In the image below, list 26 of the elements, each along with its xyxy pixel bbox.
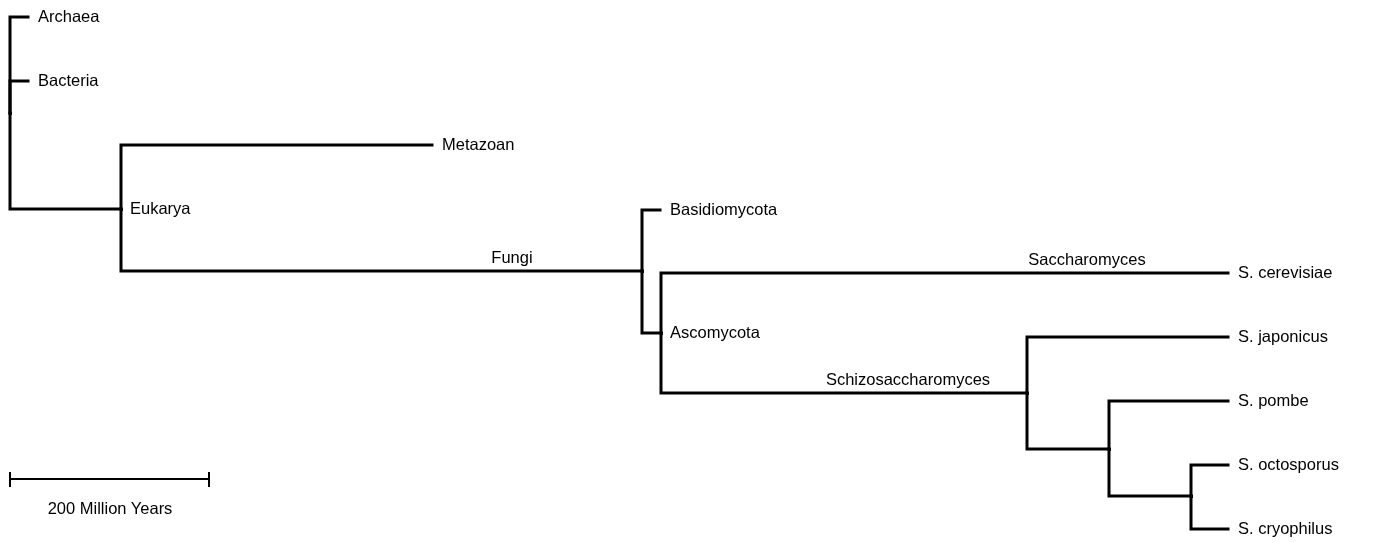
clade-label: Ascomycota xyxy=(670,322,760,342)
branch-point xyxy=(1107,447,1111,451)
taxon-label: Archaea xyxy=(28,6,100,26)
tree-branch xyxy=(659,271,1230,335)
taxon-label: S. japonicus xyxy=(1228,326,1328,346)
tree-branch xyxy=(1025,335,1230,395)
branch-point xyxy=(1025,391,1029,395)
taxon-label: Metazoan xyxy=(432,134,515,154)
clade-label: Eukarya xyxy=(130,198,191,218)
tree-branch xyxy=(640,208,662,273)
scale-label: 200 Million Years xyxy=(47,498,173,518)
tree-branch xyxy=(1107,399,1230,451)
tree-branch xyxy=(119,143,434,211)
branch-point xyxy=(659,331,663,335)
taxon-label: Basidiomycota xyxy=(660,199,778,219)
taxon-label: S. cryophilus xyxy=(1228,518,1333,538)
branch-point xyxy=(119,207,123,211)
taxon-label: S. pombe xyxy=(1228,390,1309,410)
branch-point xyxy=(8,111,12,115)
branch-point xyxy=(640,269,644,273)
taxon-label: S. cerevisiae xyxy=(1228,262,1333,282)
tree-branch xyxy=(1189,463,1230,498)
taxon-label: Bacteria xyxy=(28,70,99,90)
branch-point xyxy=(1189,494,1193,498)
taxon-label: S. octosporus xyxy=(1228,454,1339,474)
tree-branch xyxy=(8,79,30,115)
